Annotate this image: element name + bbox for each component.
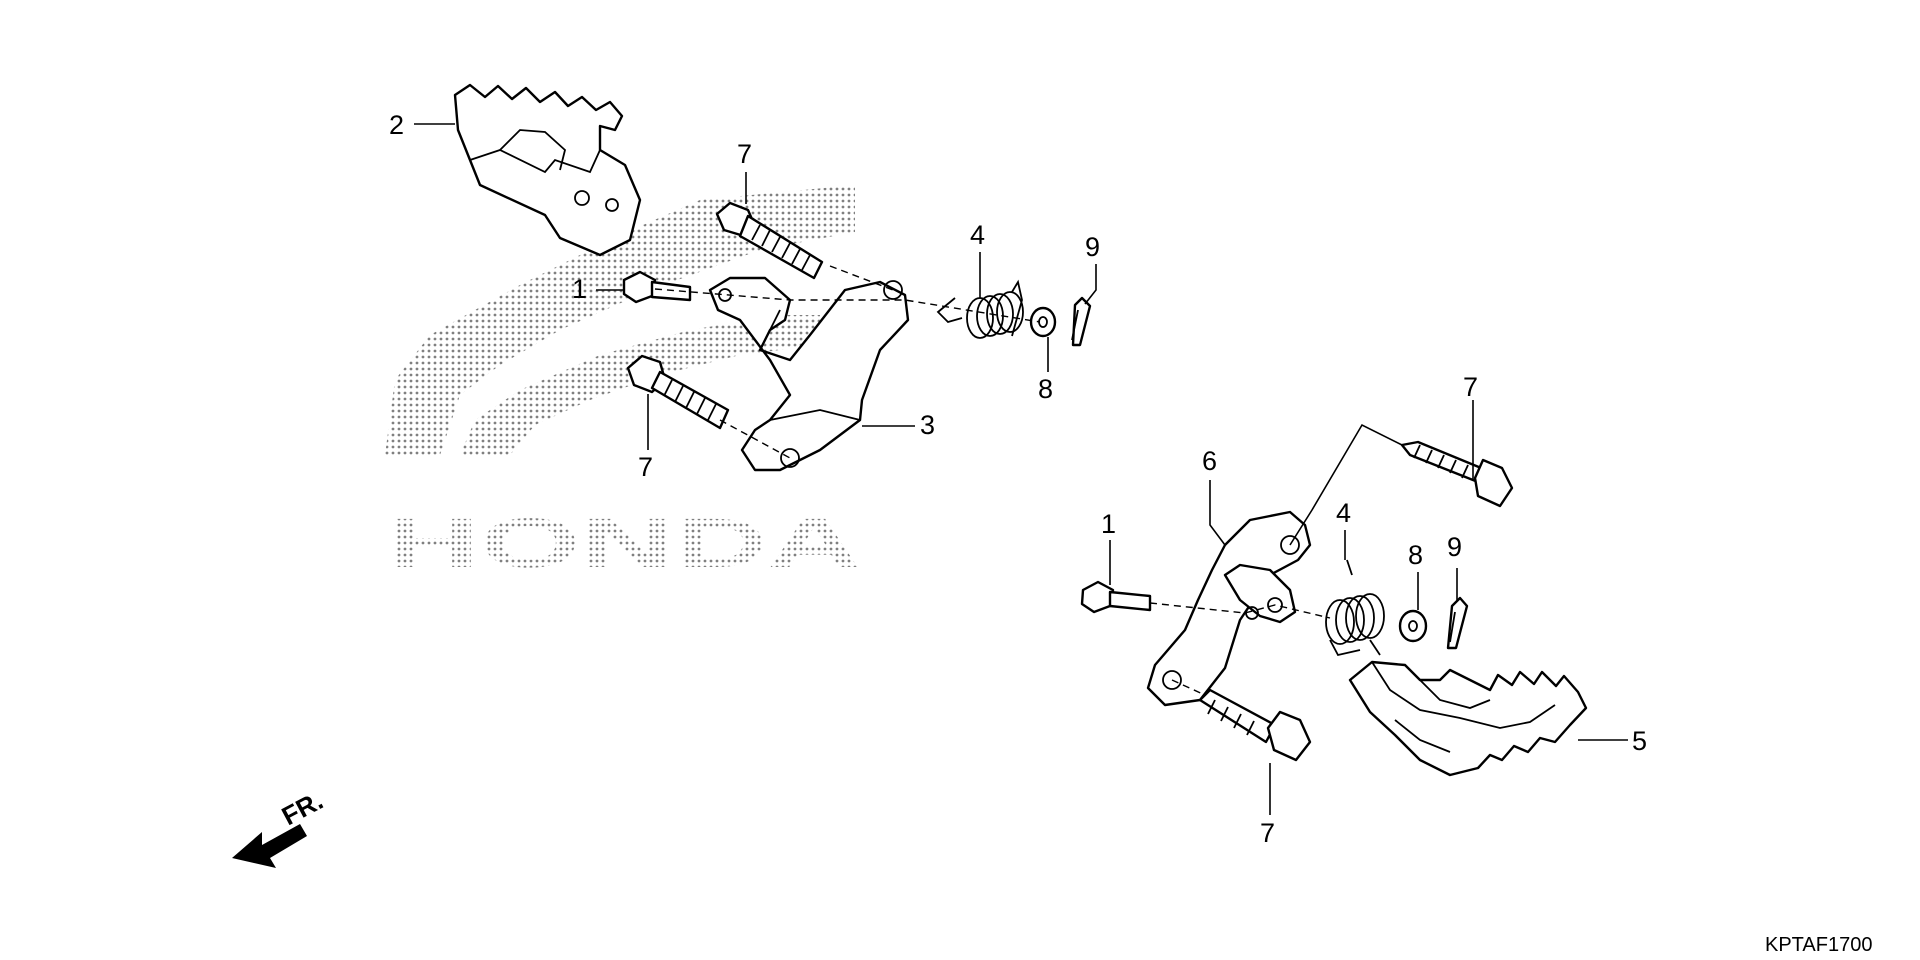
bolt-part-7-lower-left <box>626 354 730 430</box>
cotter-pin-part-9-lower <box>1446 596 1469 650</box>
bolt-part-7-upper <box>715 201 824 280</box>
pin-part-1-upper <box>622 270 692 304</box>
callout-9-lower: 9 <box>1447 532 1462 562</box>
callout-8-upper: 8 <box>1038 374 1053 404</box>
bolt-part-7-lower-right <box>1198 688 1312 762</box>
callout-3: 3 <box>920 410 935 440</box>
callout-6: 6 <box>1202 446 1217 476</box>
honda-watermark-text: HONDA <box>386 504 861 582</box>
callout-9-upper: 9 <box>1085 232 1100 262</box>
bracket-part-6 <box>1146 510 1312 707</box>
diagram-code: KPTAF1700 <box>1765 934 1872 956</box>
footpeg-part-2 <box>453 83 642 257</box>
callout-7-lower-right: 7 <box>1260 818 1275 848</box>
washer-part-8-lower <box>1398 609 1428 643</box>
spring-part-4-lower <box>1325 559 1385 657</box>
callout-7-upper: 7 <box>737 139 752 169</box>
pin-part-1-lower <box>1080 580 1152 614</box>
honda-wing-watermark: HONDA <box>385 185 861 582</box>
cotter-pin-part-9-upper <box>1071 296 1092 347</box>
bracket-part-3 <box>708 276 910 472</box>
front-direction-arrow-icon: FR. <box>232 785 328 868</box>
callout-2: 2 <box>389 110 404 140</box>
callout-7-lower-left: 7 <box>638 452 653 482</box>
callout-4-lower: 4 <box>1336 498 1351 528</box>
callout-1-upper: 1 <box>572 274 587 304</box>
callout-4-upper: 4 <box>970 220 985 250</box>
callout-7-upper-right: 7 <box>1463 372 1478 402</box>
callout-8-lower: 8 <box>1408 540 1423 570</box>
front-direction-label: FR. <box>277 785 328 831</box>
washer-part-8-upper <box>1029 306 1057 338</box>
callout-1-lower: 1 <box>1101 509 1116 539</box>
callout-5: 5 <box>1632 726 1647 756</box>
footpeg-part-5 <box>1348 660 1588 777</box>
bolt-part-7-upper-right <box>1400 440 1514 508</box>
